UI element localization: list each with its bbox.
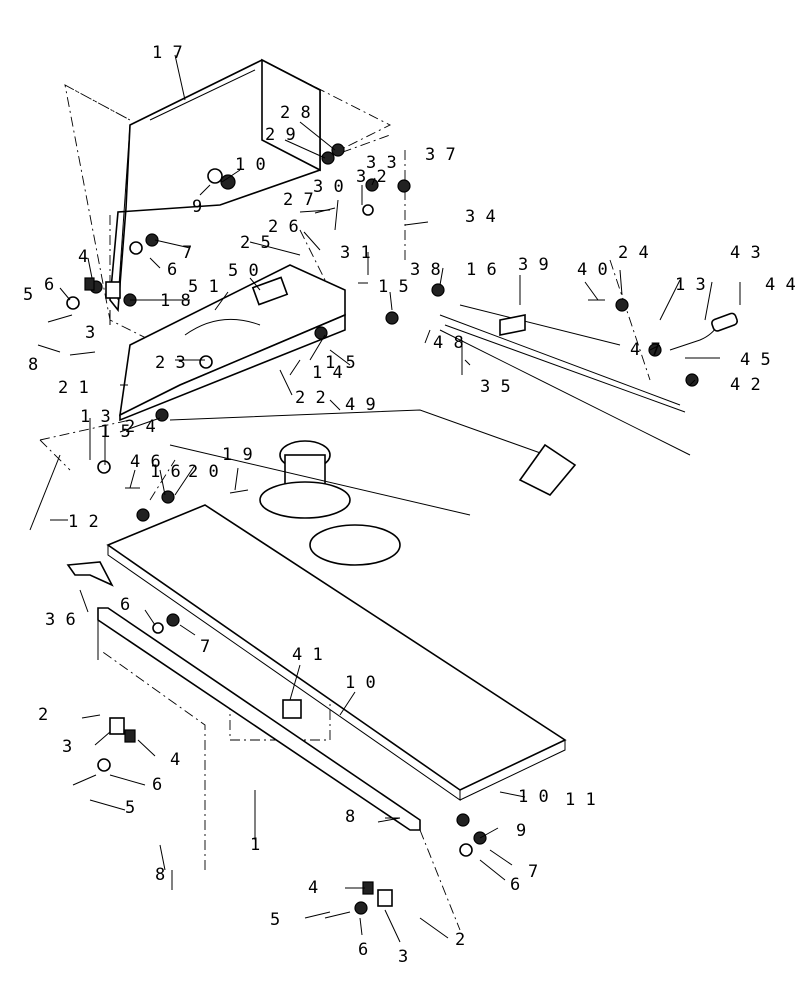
callout-9b: 9 [516,821,526,841]
callout-47: 4 7 [630,340,661,360]
callout-13b: 1 3 [80,407,111,427]
callout-4b: 4 [170,750,180,770]
callout-38: 3 8 [410,260,441,280]
callout-45: 4 5 [740,350,771,370]
callout-40: 4 0 [577,260,608,280]
callout-8b: 8 [155,865,165,885]
callout-10c: 1 0 [518,787,549,807]
callout-6d: 6 [152,775,162,795]
callout-42: 4 2 [730,375,761,395]
callout-7c: 7 [528,862,538,882]
callout-20: 2 0 [188,462,219,482]
callout-3c: 3 [398,947,408,967]
callout-17: 1 7 [152,43,183,63]
callout-33: 3 3 [366,153,397,173]
callout-16: 1 6 [466,260,497,280]
callout-27: 2 7 [283,190,314,210]
callout-32: 3 2 [356,167,387,187]
callout-49: 4 9 [345,395,376,415]
callout-6b: 6 [44,275,54,295]
callout-14: 1 4 [312,363,343,383]
guard-lower [97,607,421,831]
callout-13: 1 3 [675,275,706,295]
callout-5c: 5 [270,910,280,930]
callout-15: 1 5 [378,277,409,297]
callout-8: 8 [28,355,38,375]
callout-35: 3 5 [480,377,511,397]
callout-11: 1 1 [565,790,596,810]
callout-3: 3 [85,323,95,343]
callout-15b: 1 5 [325,353,356,373]
leader-lines [37,54,741,943]
callout-44: 4 4 [765,275,796,295]
fasteners [47,143,705,919]
cutter-assembly [169,409,577,566]
callout-9: 9 [192,197,202,217]
callout-labels: 1 7 2 8 2 9 1 0 9 3 3 3 7 3 2 3 0 2 7 3 … [23,43,796,967]
callout-48: 4 8 [433,333,464,353]
callout-7b: 7 [200,637,210,657]
callout-8c: 8 [345,807,355,827]
cover-lower [106,504,567,801]
callout-1: 1 [250,835,260,855]
callout-31: 3 1 [340,243,371,263]
linkage-rods [439,304,739,456]
callout-19: 1 9 [222,445,253,465]
callout-39: 3 9 [518,255,549,275]
callout-29: 2 9 [265,125,296,145]
callout-24: 2 4 [618,243,649,263]
callout-5: 5 [23,285,33,305]
callout-21: 2 1 [58,378,89,398]
callout-15c: 1 5 [100,422,131,442]
callout-16b: 1 6 [150,462,181,482]
callout-51: 5 1 [188,277,219,297]
callout-23: 2 3 [155,353,186,373]
callout-41: 4 1 [292,645,323,665]
callout-37: 3 7 [425,145,456,165]
callout-28: 2 8 [280,103,311,123]
callout-25: 2 5 [240,233,271,253]
callout-2: 2 [38,705,48,725]
callout-24b: 2 4 [125,417,156,437]
shield-upper [109,58,321,313]
callout-10b: 1 0 [345,673,376,693]
callout-30: 3 0 [313,177,344,197]
callout-5b: 5 [125,798,135,818]
callout-12: 1 2 [68,512,99,532]
callout-50: 5 0 [228,261,259,281]
blade-36 [66,561,114,587]
callout-2b: 2 [455,930,465,950]
callout-4c: 4 [308,878,318,898]
callout-26: 2 6 [268,217,299,237]
callout-43: 4 3 [730,243,761,263]
callout-4: 4 [78,247,88,267]
rod-12 [29,454,61,531]
callout-6e: 6 [510,875,520,895]
callout-18: 1 8 [160,291,191,311]
callout-22: 2 2 [295,388,326,408]
callout-34: 3 4 [465,207,496,227]
callout-6f: 6 [358,940,368,960]
cover-middle [118,264,346,422]
callout-3b: 3 [62,737,72,757]
callout-10: 1 0 [235,155,266,175]
callout-46: 4 6 [130,452,161,472]
callout-6: 6 [167,260,177,280]
callout-6c: 6 [120,595,130,615]
callout-36: 3 6 [45,610,76,630]
callout-7: 7 [182,243,192,263]
